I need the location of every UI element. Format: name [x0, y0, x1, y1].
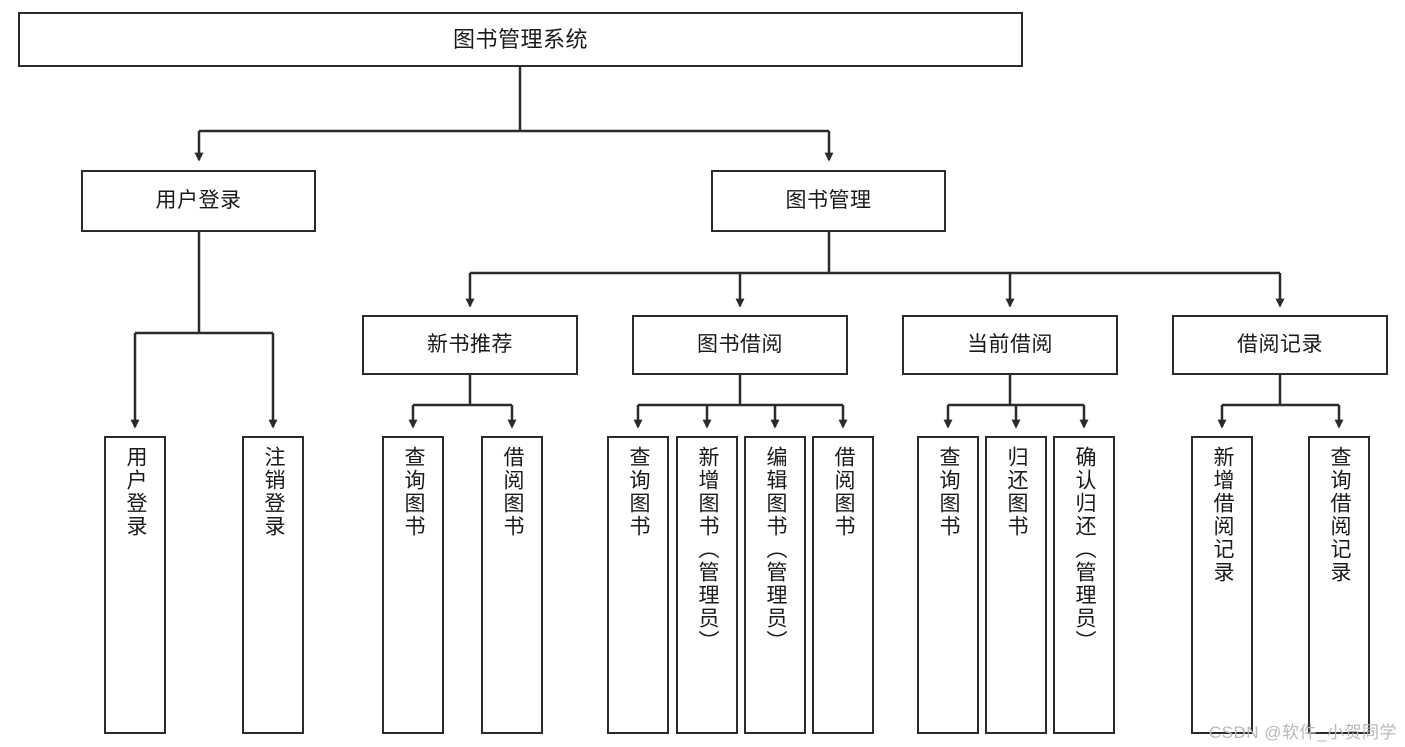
node-new-book-recommendation[interactable]: 新书推荐	[362, 315, 578, 375]
node-label: 图书管理系统	[452, 26, 588, 52]
leaf-query-book-borrow[interactable]: 查询图书	[607, 436, 669, 734]
leaf-confirm-return-admin[interactable]: 确认归还（管理员）	[1053, 436, 1115, 734]
node-label: 查询图书	[627, 446, 651, 538]
node-label: 新增图书（管理员）	[696, 446, 720, 653]
node-book-management-system[interactable]: 图书管理系统	[18, 12, 1023, 67]
node-label: 借阅图书	[832, 446, 856, 538]
node-book-borrowing[interactable]: 图书借阅	[632, 315, 848, 375]
leaf-return-book[interactable]: 归还图书	[985, 436, 1047, 734]
leaf-add-book-admin[interactable]: 新增图书（管理员）	[676, 436, 738, 734]
node-label: 借阅图书	[501, 446, 525, 538]
node-label: 确认归还（管理员）	[1073, 446, 1097, 653]
node-label: 图书管理	[785, 188, 872, 212]
leaf-borrow-book-newbook[interactable]: 借阅图书	[481, 436, 543, 734]
leaf-query-borrow-record[interactable]: 查询借阅记录	[1308, 436, 1370, 734]
node-current-borrowing[interactable]: 当前借阅	[902, 315, 1118, 375]
leaf-logout[interactable]: 注销登录	[242, 436, 304, 734]
node-label: 查询借阅记录	[1328, 446, 1352, 584]
node-label: 新书推荐	[427, 332, 513, 356]
node-label: 查询图书	[402, 446, 426, 538]
node-borrowing-record[interactable]: 借阅记录	[1172, 315, 1388, 375]
leaf-edit-book-admin[interactable]: 编辑图书（管理员）	[744, 436, 806, 734]
node-label: 归还图书	[1005, 446, 1029, 538]
leaf-query-book-newbook[interactable]: 查询图书	[382, 436, 444, 734]
leaf-query-book-current[interactable]: 查询图书	[917, 436, 979, 734]
node-label: 用户登录	[124, 446, 148, 538]
csdn-watermark: CSDN @软件_小贺同学	[1208, 723, 1397, 742]
leaf-borrow-book[interactable]: 借阅图书	[812, 436, 874, 734]
node-label: 用户登录	[155, 188, 242, 212]
node-label: 借阅记录	[1237, 332, 1323, 356]
node-label: 注销登录	[262, 446, 286, 538]
node-label: 查询图书	[937, 446, 961, 538]
leaf-user-login[interactable]: 用户登录	[104, 436, 166, 734]
leaf-add-borrow-record[interactable]: 新增借阅记录	[1191, 436, 1253, 734]
node-label: 当前借阅	[967, 332, 1053, 356]
node-user-login[interactable]: 用户登录	[81, 170, 316, 232]
node-label: 新增借阅记录	[1211, 446, 1235, 584]
node-book-management[interactable]: 图书管理	[711, 170, 946, 232]
node-label: 编辑图书（管理员）	[764, 446, 788, 653]
node-label: 图书借阅	[697, 332, 783, 356]
